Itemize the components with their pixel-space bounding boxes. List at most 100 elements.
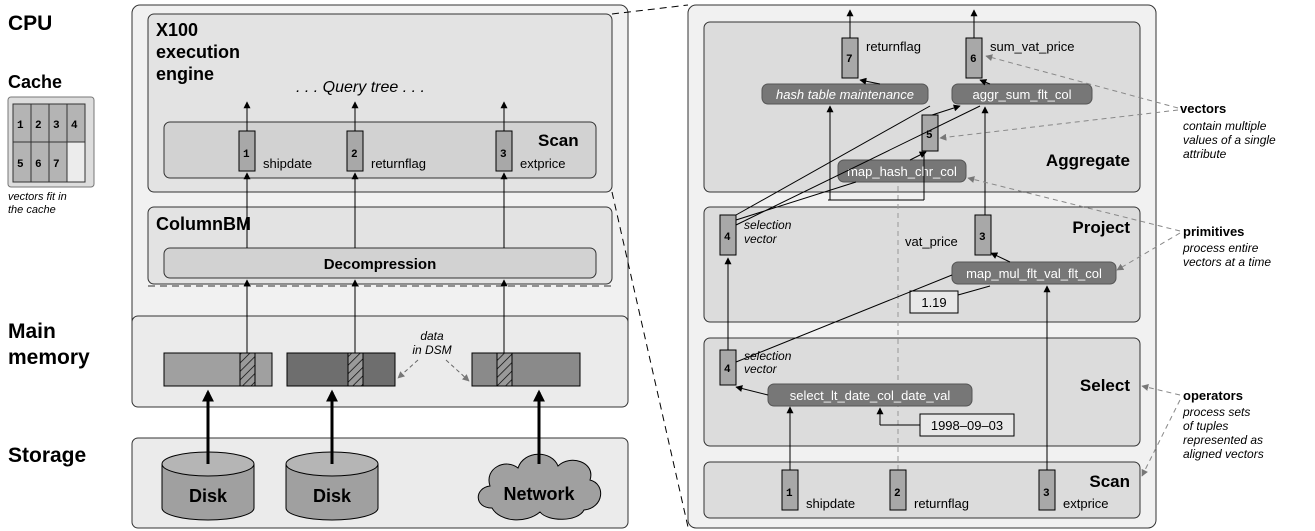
disk-2-label: Disk — [313, 486, 352, 506]
vat-price-vector: 3 — [974, 214, 992, 256]
disk-2 — [285, 451, 379, 521]
cache-cell: 4 — [71, 120, 78, 132]
aggregate-sum-label: sum_vat_price — [990, 39, 1075, 54]
project-selection-label: selection — [744, 218, 792, 232]
operators-desc: process sets — [1182, 405, 1250, 419]
cache-note: the cache — [8, 204, 56, 216]
aggregate-vector-5: 5 — [921, 114, 939, 152]
aggregate-sum-vector: 6 — [965, 37, 983, 79]
aggregate-returnflag-vector: 7 — [841, 37, 859, 79]
cache-cell: 5 — [17, 159, 24, 171]
vectors-title: vectors — [1180, 101, 1226, 116]
project-operator — [703, 206, 1141, 323]
operators-desc: aligned vectors — [1183, 447, 1264, 461]
network-label: Network — [503, 484, 575, 504]
operators-desc: of tuples — [1183, 419, 1228, 433]
svg-text:7: 7 — [846, 54, 853, 66]
network-cloud — [477, 453, 601, 521]
cache-grid: 1 2 3 4 5 6 7 — [7, 96, 95, 188]
engine-title: engine — [156, 64, 214, 84]
engine-col-label: extprice — [520, 156, 566, 171]
memory-note: data — [420, 329, 444, 343]
engine-col-label: returnflag — [371, 156, 426, 171]
svg-text:6: 6 — [970, 54, 977, 66]
svg-text:3: 3 — [979, 232, 986, 244]
svg-text:3: 3 — [1043, 488, 1050, 500]
svg-text:4: 4 — [724, 364, 731, 376]
aggregate-operator — [703, 21, 1141, 193]
map-hash-primitive — [837, 159, 967, 183]
scan-col-label: shipdate — [806, 496, 855, 511]
aggregate-returnflag-label: returnflag — [866, 39, 921, 54]
disk-1 — [161, 451, 255, 521]
engine-scan-label: Scan — [538, 131, 579, 150]
engine-title: X100 — [156, 20, 198, 40]
svg-text:map_hash_chr_col: map_hash_chr_col — [847, 164, 957, 179]
aggregate-label: Aggregate — [1046, 151, 1130, 170]
vectors-desc: values of a single — [1183, 133, 1276, 147]
scan-vector-3: 3 — [1038, 469, 1056, 511]
disk-1-label: Disk — [189, 486, 228, 506]
svg-text:select_lt_date_col_date_val: select_lt_date_col_date_val — [790, 388, 951, 403]
cache-cell: 3 — [53, 120, 60, 132]
svg-text:map_mul_flt_val_flt_col: map_mul_flt_val_flt_col — [966, 266, 1102, 281]
scan-label: Scan — [1089, 472, 1130, 491]
query-tree-label: . . . Query tree . . . — [296, 79, 425, 96]
memory-column-3 — [471, 352, 581, 387]
svg-text:2: 2 — [351, 149, 358, 161]
scan-operator — [703, 461, 1141, 519]
memory-note: in DSM — [412, 343, 451, 357]
primitives-desc: vectors at a time — [1183, 255, 1271, 269]
project-constant — [909, 290, 959, 314]
scan-vector-2: 2 — [889, 469, 907, 511]
select-selection-label: vector — [744, 362, 778, 376]
engine-col-label: shipdate — [263, 156, 312, 171]
select-selection-label: selection — [744, 349, 792, 363]
decompression-label: Decompression — [324, 256, 437, 273]
cache-cell: 1 — [17, 120, 24, 132]
svg-text:4: 4 — [724, 232, 731, 244]
engine-scan-box — [163, 121, 597, 179]
select-label: Select — [1080, 376, 1130, 395]
project-selection-label: vector — [744, 232, 778, 246]
primitives-desc: process entire — [1182, 241, 1259, 255]
svg-text:1.19: 1.19 — [921, 295, 946, 310]
memory-column-2 — [286, 352, 396, 387]
scan-vector-1: 1 — [781, 469, 799, 511]
project-selection-vector: 4 — [719, 214, 737, 256]
engine-vector-1: 1 — [238, 130, 256, 172]
svg-text:hash table maintenance: hash table maintenance — [776, 87, 914, 102]
operators-title: operators — [1183, 388, 1243, 403]
svg-text:3: 3 — [500, 149, 507, 161]
engine-vector-2: 2 — [346, 130, 364, 172]
cache-label: Cache — [8, 72, 62, 92]
svg-text:1: 1 — [786, 488, 793, 500]
operators-desc: represented as — [1183, 433, 1263, 447]
cache-cell: 7 — [53, 159, 60, 171]
svg-text:2: 2 — [894, 488, 901, 500]
aggr-sum-primitive — [951, 83, 1093, 105]
cache-cell: 6 — [35, 159, 42, 171]
memory-column-1 — [163, 352, 273, 387]
svg-text:1: 1 — [243, 149, 250, 161]
scan-col-label: returnflag — [914, 496, 969, 511]
select-selection-vector: 4 — [719, 349, 737, 386]
engine-title: execution — [156, 42, 240, 62]
storage-label: Storage — [8, 444, 86, 467]
primitives-title: primitives — [1183, 224, 1244, 239]
vectors-desc: contain multiple — [1183, 119, 1267, 133]
main-memory-label: Main — [8, 320, 56, 343]
svg-text:5: 5 — [926, 130, 933, 142]
cache-note: vectors fit in — [8, 191, 67, 203]
map-mul-primitive — [951, 261, 1117, 285]
project-label: Project — [1072, 218, 1130, 237]
vat-price-label: vat_price — [905, 234, 958, 249]
engine-vector-3: 3 — [495, 130, 513, 172]
svg-text:aggr_sum_flt_col: aggr_sum_flt_col — [973, 87, 1072, 102]
scan-col-label: extprice — [1063, 496, 1109, 511]
columnbm-title: ColumnBM — [156, 214, 251, 234]
cpu-label: CPU — [8, 12, 52, 35]
hash-table-primitive — [761, 83, 929, 105]
vectors-desc: attribute — [1183, 147, 1227, 161]
